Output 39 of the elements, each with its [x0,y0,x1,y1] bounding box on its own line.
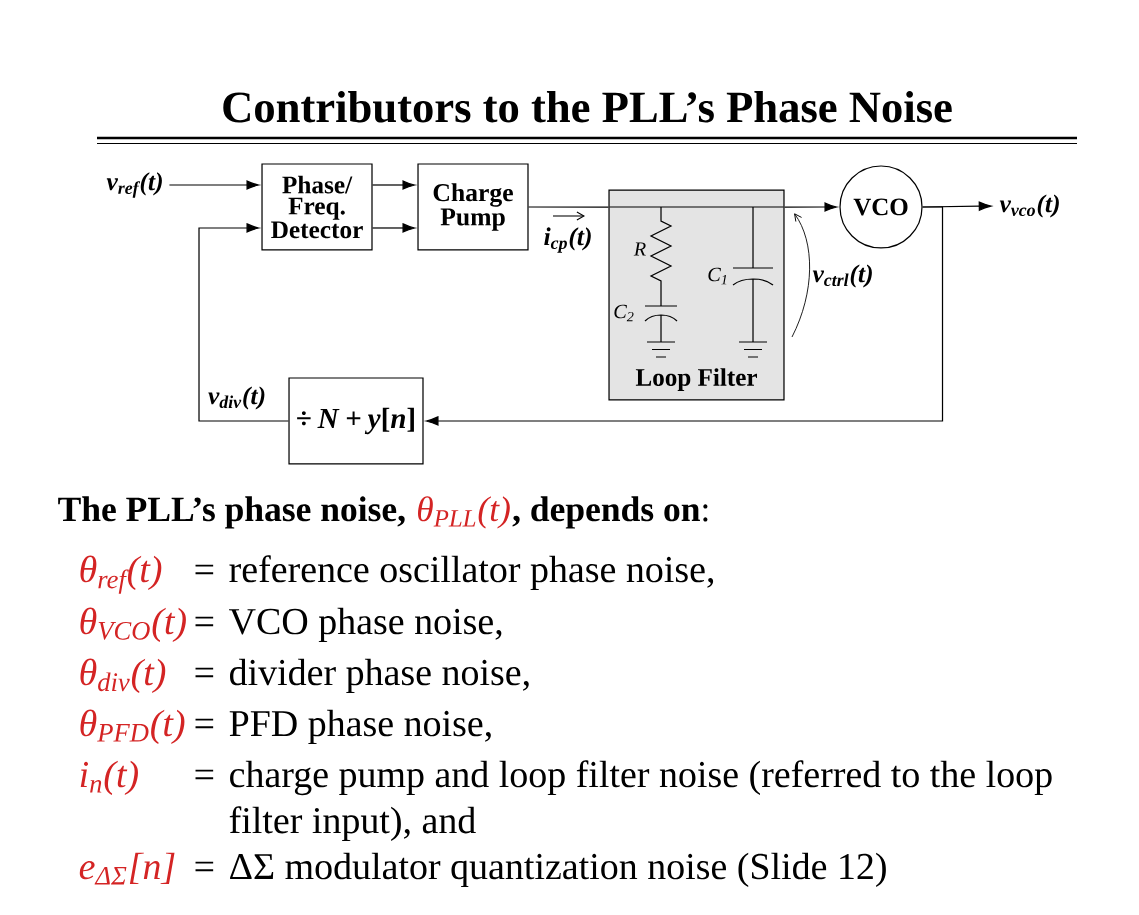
equals-sign: = [195,616,214,627]
signal-label: v$_{ref}$(t) [106,172,162,198]
math-symbol: θ$_{ref}$(t) [80,555,162,594]
math-symbol: i$_{n}$(t) [80,760,138,796]
component-label: C$_{1}$ [708,267,727,285]
heading: The PLL’s phase noise, [58,496,405,529]
description-text: VCO phase noise, [229,607,502,643]
signal-label: v$_{vco}$(t) [999,194,1059,218]
title: Contributors to the PLL’s Phase Noise [223,91,952,123]
component-label: R [633,242,646,256]
math-symbol: θ$_{PLL}$(t) [418,496,510,529]
description-text: ΔΣ modulator quantization noise (Slide 12) [230,852,886,888]
math-symbol: θ$_{VCO}$(t) [80,607,186,643]
equals-sign: = [195,564,214,575]
equals-sign: = [195,861,214,872]
description-text: PFD phase noise, [229,709,491,745]
signal-label: v$_{ctrl}$(t) [812,264,872,288]
component-label: C$_{2}$ [614,304,634,322]
arrow [784,202,838,212]
edge-label: v$_{div}$(t) [208,386,265,410]
equals-sign: = [195,769,214,780]
arrow [198,223,289,422]
description-text: divider phase noise, [230,658,529,694]
arrow [168,180,260,190]
process-box: Charge Pump [417,163,529,251]
math-symbol: e$_{ΔΣ}$[n] [79,852,175,885]
description-text: charge pump and loop filter noise (referred to the loop filter input), and [229,760,1052,842]
arrow [425,206,944,426]
process-box: Phase/ Freq. Detector [261,163,373,251]
connector-line [528,206,610,208]
math-symbol: θ$_{div}$(t) [80,658,166,694]
equals-sign: = [195,667,214,678]
description-text: reference oscillator phase noise, [229,555,714,591]
heading: , depends on: [512,496,708,529]
math-symbol: θ$_{PFD}$(t) [80,709,185,745]
arrow [372,223,416,233]
arrow [372,180,416,190]
equals-sign: = [195,718,214,729]
edge-label: i$_{cp}$(t) [544,227,591,253]
